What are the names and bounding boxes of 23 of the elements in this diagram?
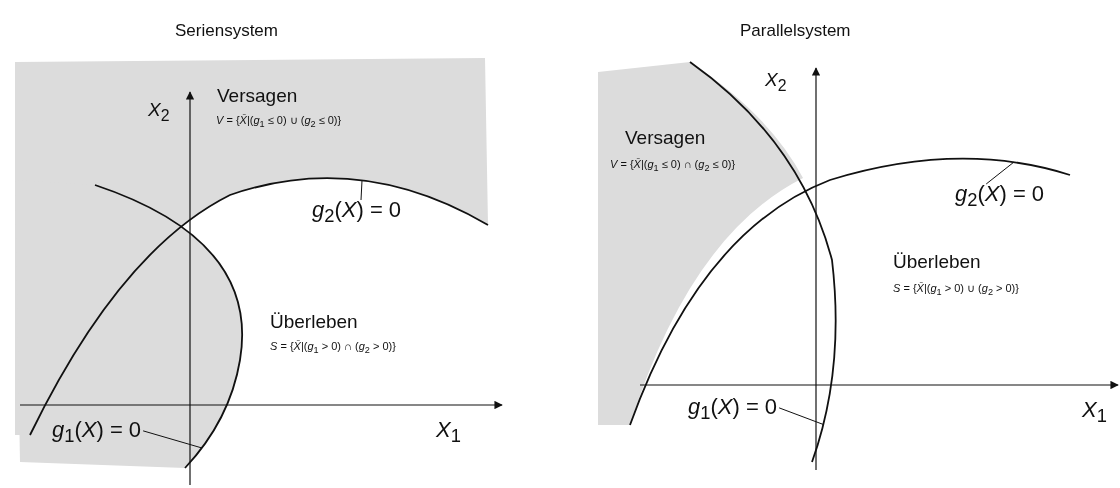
region-label: Versagen [217,86,298,107]
panel-title: Parallelsystem [740,22,851,41]
leader-line [778,407,824,425]
set-formula: S = {X̄|(g$_{1}$ > 0) ∪ (g$_{2}$ > 0)} [893,282,1019,298]
limit-state-curve [629,157,1071,426]
region-label: Überleben [893,252,981,273]
leader-line [985,161,1015,185]
curve-label: g$_{1}$(X) = 0 [688,395,778,424]
axis-label: X$_{2}$ [148,100,170,125]
curve-label: g$_{2}$(X) = 0 [955,182,1045,211]
panel-title: Seriensystem [175,22,278,41]
region-label: Überleben [270,312,358,333]
leader-line [142,430,203,449]
leader-line [360,180,363,201]
set-formula: V = {X̄|(g$_{1}$ ≤ 0) ∪ (g$_{2}$ ≤ 0)} [216,114,342,130]
axis-label: X$_{2}$ [765,70,787,95]
curve-label: g$_{2}$(X) = 0 [312,198,402,227]
region-label: Versagen [625,128,706,149]
axis-label: X$_{1}$ [436,418,461,447]
set-formula: V = {X̄|(g$_{1}$ ≤ 0) ∩ (g$_{2}$ ≤ 0)} [610,158,736,174]
curve-label: g$_{1}$(X) = 0 [52,418,142,447]
axis-label: X$_{1}$ [1082,398,1107,427]
set-formula: S = {X̄|(g$_{1}$ > 0) ∩ (g$_{2}$ > 0)} [270,340,396,356]
